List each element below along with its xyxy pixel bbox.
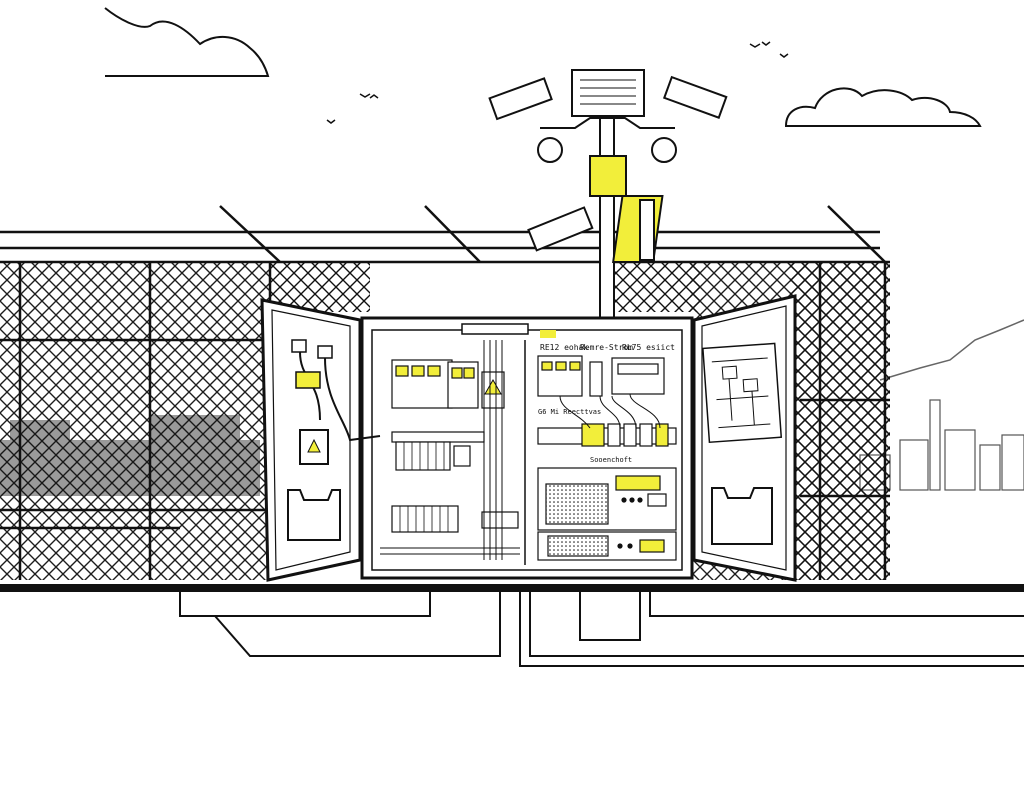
cabinet-door-right xyxy=(692,294,797,582)
terminal-block-bottom xyxy=(391,505,519,533)
ground-line xyxy=(0,584,1024,592)
underground-conduits xyxy=(179,592,1024,667)
label-mid-right: Sooenchoft xyxy=(590,456,632,464)
cctv-camera-left xyxy=(488,77,563,163)
warning-triangle xyxy=(481,371,505,409)
cabinet-wiring xyxy=(559,393,661,429)
label-top-left: RE12 eohak xyxy=(540,343,588,352)
birds xyxy=(326,41,789,124)
label-top-right: RL75 esiict xyxy=(622,343,675,352)
plc-modules xyxy=(537,355,665,397)
din-rail-mid xyxy=(391,431,485,471)
junction-box-yellow xyxy=(589,155,627,197)
cctv-camera-right xyxy=(651,75,728,163)
vertical-cable-bundle xyxy=(380,340,520,560)
yellow-sign-panel xyxy=(612,195,664,263)
fence-frame xyxy=(0,205,890,580)
power-supply-unit xyxy=(537,467,677,531)
label-top-mid: Remre-Strom xyxy=(580,343,633,352)
cloud-right xyxy=(784,87,982,127)
cctv-camera-lower xyxy=(527,206,594,252)
cabinet-door-left xyxy=(260,298,381,582)
label-mid-left: G6 Mi Reecttvas xyxy=(538,408,601,416)
hills xyxy=(879,319,1024,381)
wiring-diagram-sheet xyxy=(702,342,783,444)
relay-row xyxy=(537,423,677,447)
breaker-row-1 xyxy=(391,359,479,409)
cloud-left xyxy=(104,7,270,77)
router-unit xyxy=(537,531,677,561)
